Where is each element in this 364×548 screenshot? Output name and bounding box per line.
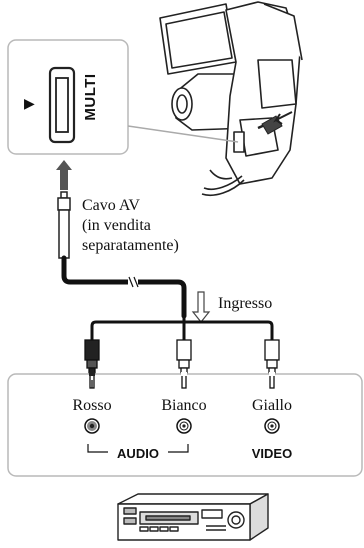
cable-splitter — [90, 316, 274, 340]
plug-rosso-icon — [84, 339, 100, 389]
cable-note-line2: separatamente) — [82, 237, 179, 254]
plug-giallo-icon — [264, 339, 280, 389]
audio-label: AUDIO — [108, 446, 168, 462]
video-label: VIDEO — [251, 446, 293, 461]
jack-rosso-icon — [84, 418, 100, 434]
vcr-icon — [117, 493, 269, 541]
multi-label: MULTI — [82, 73, 99, 121]
cable-name: Cavo AV — [82, 197, 140, 214]
cable-note-line1: (in vendita — [82, 217, 151, 234]
pointer-glyph: ▶ — [24, 95, 35, 111]
arrow-up-icon — [56, 160, 72, 190]
jack-giallo-icon — [264, 418, 280, 434]
arrow-down-icon — [191, 291, 211, 323]
jack-bianco-icon — [176, 418, 192, 434]
camcorder-plug-icon — [257, 111, 293, 135]
label-rosso: Rosso — [72, 397, 112, 414]
av-cable — [61, 255, 187, 319]
label-giallo: Giallo — [252, 397, 292, 414]
label-bianco: Bianco — [161, 397, 207, 414]
multi-port-icon — [48, 66, 76, 144]
break-mark-icon — [128, 276, 139, 288]
av-plug-icon — [57, 191, 71, 259]
ingresso-label: Ingresso — [218, 295, 273, 312]
plug-bianco-icon — [176, 339, 192, 389]
camcorder-icon — [159, 1, 303, 196]
